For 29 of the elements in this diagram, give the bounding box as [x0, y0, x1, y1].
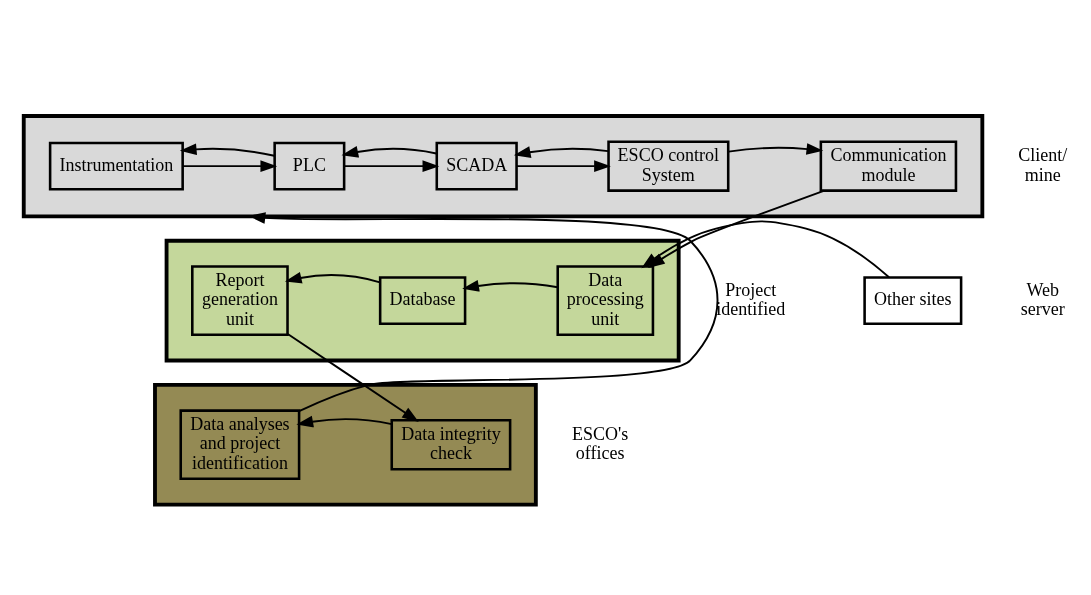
- arrow: [462, 279, 559, 292]
- arrow: [343, 159, 440, 172]
- node-box: Data analyses and project identification: [179, 408, 301, 480]
- cluster: [21, 113, 985, 218]
- node-box: Instrumentation: [48, 141, 184, 191]
- arrow: [179, 142, 276, 157]
- node-box: Communication module: [819, 139, 958, 192]
- label: ESCO's offices: [572, 423, 629, 463]
- node-box: Report generation unit: [191, 264, 289, 336]
- node-box: Other sites: [863, 275, 963, 325]
- arrow: [515, 159, 611, 172]
- arrow: [286, 332, 419, 422]
- label: Client/ mine: [1018, 144, 1068, 185]
- arrow: [341, 145, 438, 158]
- node-box: ESCO control System: [607, 139, 730, 192]
- node-box: Data processing unit: [556, 264, 655, 336]
- arrow: [641, 219, 890, 278]
- node-box: PLC: [273, 141, 346, 191]
- arrow: [284, 271, 381, 283]
- label: Web server: [1020, 279, 1065, 319]
- arrow: [513, 145, 609, 158]
- node-box: Data integrity check: [390, 418, 512, 470]
- cluster: [164, 238, 681, 362]
- cluster: [153, 382, 538, 506]
- arrow: [181, 159, 278, 172]
- node-box: Database: [378, 275, 467, 325]
- arrow: [727, 142, 824, 155]
- arrow: [296, 415, 393, 427]
- node-box: SCADA: [435, 141, 518, 191]
